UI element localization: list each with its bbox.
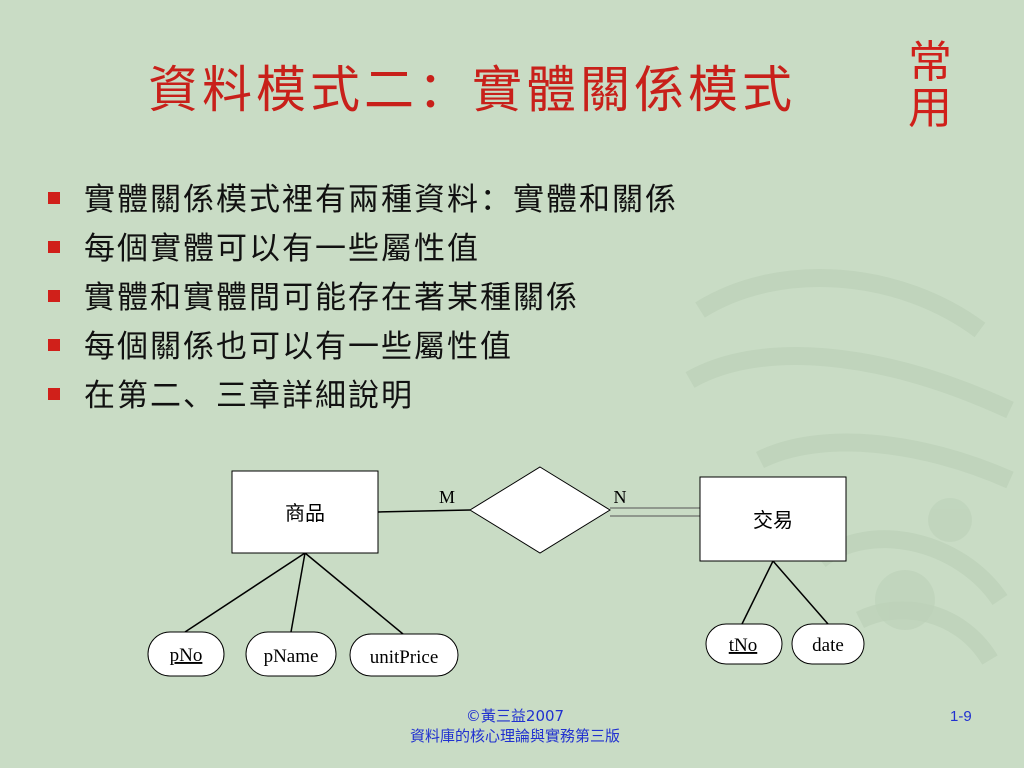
cardinality-right: N <box>614 487 627 507</box>
entity-relationship-line-left <box>377 509 471 513</box>
bullet-list: 實體關係模式裡有兩種資料：實體和關係 每個實體可以有一些屬性值 實體和實體間可能… <box>48 176 678 421</box>
square-bullet-icon <box>48 191 60 204</box>
square-bullet-icon <box>48 240 60 253</box>
footer-book-title: 資料庫的核心理論與實務第三版 <box>409 727 620 745</box>
side-note: 常用 <box>908 37 952 134</box>
attribute-oval <box>705 623 783 665</box>
entity-label-right: 交易 <box>753 509 793 532</box>
attribute-label: pName <box>264 646 319 667</box>
entity-box-left <box>231 470 379 554</box>
attribute-line <box>290 552 306 633</box>
entity-label-left: 商品 <box>285 502 325 525</box>
footer: ©黃三益2007 資料庫的核心理論與實務第三版 <box>330 706 700 746</box>
square-bullet-icon <box>48 387 60 400</box>
relationship-diamond <box>469 466 611 554</box>
attribute-line <box>304 552 404 635</box>
attribute-oval <box>791 623 865 665</box>
attribute-label: date <box>812 635 844 656</box>
square-bullet-icon <box>48 289 60 302</box>
attribute-oval <box>349 633 459 677</box>
attribute-oval <box>245 631 337 677</box>
square-bullet-icon <box>48 338 60 351</box>
attribute-oval <box>147 631 225 677</box>
bullet-item: 在第二、三章詳細說明 <box>48 372 678 421</box>
footer-copyright: ©黃三益2007 <box>465 707 565 725</box>
entity-box-right <box>699 476 847 562</box>
page-number: 1-9 <box>950 708 972 725</box>
attribute-label-key: tNo <box>729 635 758 656</box>
attribute-label: unitPrice <box>370 647 439 668</box>
bullet-item: 實體關係模式裡有兩種資料：實體和關係 <box>48 176 678 225</box>
bullet-item: 每個關係也可以有一些屬性值 <box>48 323 678 372</box>
attribute-line <box>772 560 829 625</box>
bullet-item: 每個實體可以有一些屬性值 <box>48 225 678 274</box>
bullet-item: 實體和實體間可能存在著某種關係 <box>48 274 678 323</box>
attribute-line <box>184 552 306 633</box>
cardinality-left: M <box>439 487 455 507</box>
slide-title: 資料模式二：實體關係模式 <box>148 61 796 119</box>
attribute-line <box>741 560 774 625</box>
attribute-label-key: pNo <box>170 645 203 666</box>
